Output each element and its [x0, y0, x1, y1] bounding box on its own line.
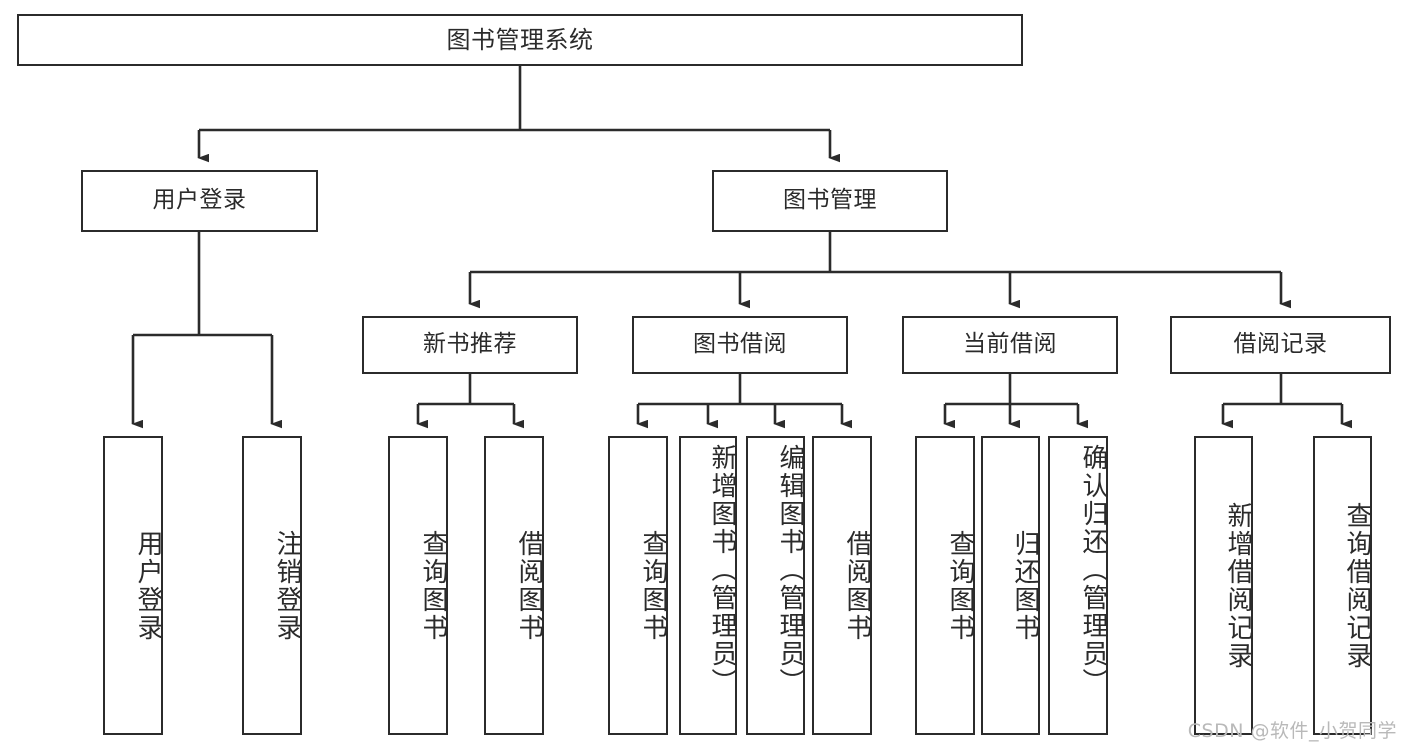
leaf-current-borrow-query[interactable]: 查询图书 — [915, 436, 975, 735]
node-label: 新书推荐 — [423, 331, 517, 358]
node-root-system[interactable]: 图书管理系统 — [17, 14, 1023, 66]
node-label: 借阅记录 — [1233, 331, 1328, 358]
node-label: 图书管理系统 — [446, 25, 594, 54]
node-label: 图书借阅 — [693, 331, 787, 358]
node-label: 借阅图书 — [842, 529, 872, 642]
node-label: 借阅图书 — [514, 529, 544, 642]
node-book-borrow[interactable]: 图书借阅 — [632, 316, 848, 374]
node-label: 查询图书 — [638, 529, 668, 642]
node-label: 编辑图书（管理员） — [775, 444, 805, 696]
leaf-new-book-query[interactable]: 查询图书 — [388, 436, 448, 735]
leaf-user-login-login[interactable]: 用户登录 — [103, 436, 163, 735]
node-book-management[interactable]: 图书管理 — [712, 170, 948, 232]
node-label: 当前借阅 — [963, 331, 1057, 358]
node-label: 归还图书 — [1010, 529, 1040, 642]
leaf-current-borrow-confirm-return[interactable]: 确认归还（管理员） — [1048, 436, 1108, 735]
leaf-current-borrow-return[interactable]: 归还图书 — [981, 436, 1040, 735]
node-label: 图书管理 — [783, 187, 877, 214]
leaf-borrow-records-add[interactable]: 新增借阅记录 — [1194, 436, 1253, 735]
leaf-user-login-logout[interactable]: 注销登录 — [242, 436, 302, 735]
node-current-borrow[interactable]: 当前借阅 — [902, 316, 1118, 374]
leaf-book-borrow-add[interactable]: 新增图书（管理员） — [679, 436, 737, 735]
node-label: 注销登录 — [272, 529, 302, 642]
node-user-login[interactable]: 用户登录 — [81, 170, 318, 232]
node-new-book-recommend[interactable]: 新书推荐 — [362, 316, 578, 374]
node-label: 查询图书 — [418, 529, 448, 642]
leaf-borrow-records-query[interactable]: 查询借阅记录 — [1313, 436, 1372, 735]
node-label: 用户登录 — [152, 187, 247, 214]
node-label: 查询图书 — [945, 529, 975, 642]
leaf-book-borrow-borrow[interactable]: 借阅图书 — [812, 436, 872, 735]
node-label: 新增图书（管理员） — [707, 444, 737, 696]
node-label: 确认归还（管理员） — [1078, 444, 1108, 696]
leaf-new-book-borrow[interactable]: 借阅图书 — [484, 436, 544, 735]
leaf-book-borrow-query[interactable]: 查询图书 — [608, 436, 668, 735]
node-borrow-records[interactable]: 借阅记录 — [1170, 316, 1391, 374]
node-label: 新增借阅记录 — [1223, 501, 1253, 670]
node-label: 用户登录 — [133, 529, 163, 642]
node-label: 查询借阅记录 — [1342, 501, 1372, 670]
leaf-book-borrow-edit[interactable]: 编辑图书（管理员） — [746, 436, 805, 735]
